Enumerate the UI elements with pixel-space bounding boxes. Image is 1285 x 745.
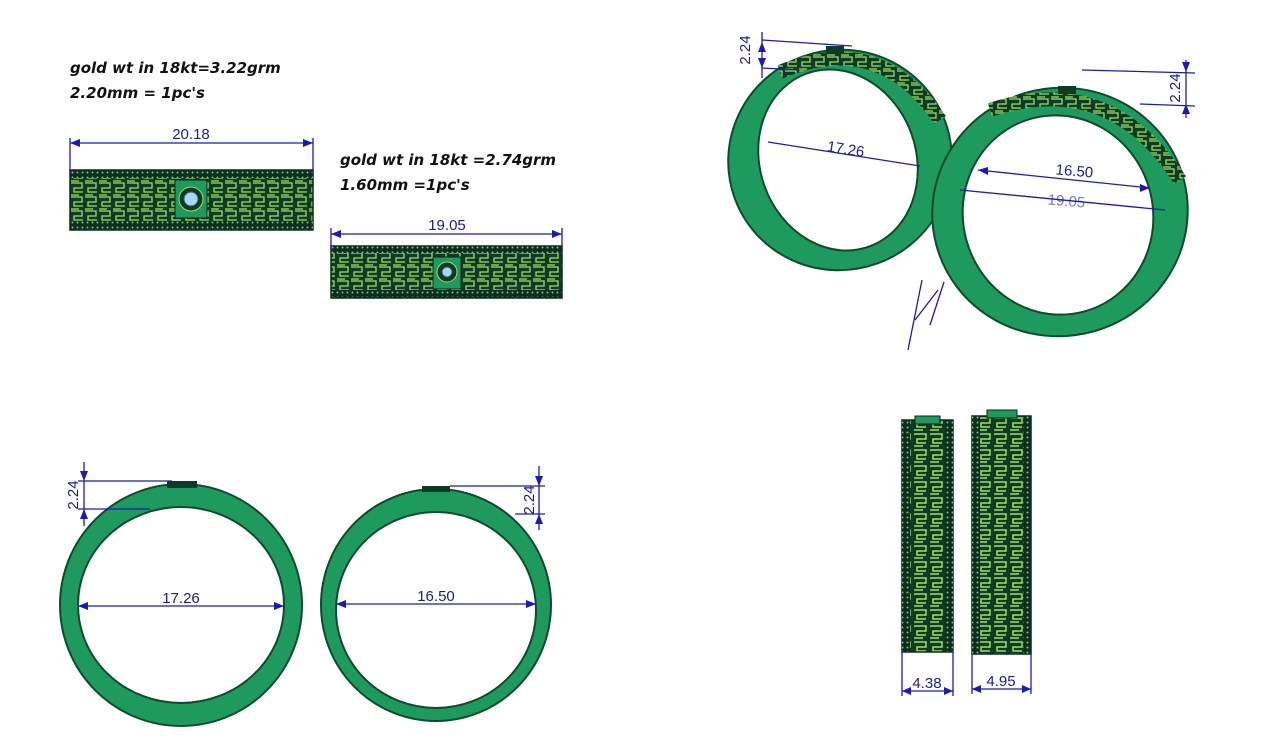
iso-ring-a-height-label: 2.24	[737, 35, 754, 64]
ring-b-weight-text: gold wt in 18kt =2.74grm	[340, 151, 557, 169]
iso-ring-b-height-label: 2.24	[1167, 73, 1184, 102]
ring-a-side-width-dimension: 4.95	[971, 654, 1032, 694]
ring-b-top-height-label: 2.24	[521, 485, 538, 514]
ring-b-side-width-label: 4.38	[912, 675, 941, 692]
band-a-length-label: 20.18	[172, 126, 210, 143]
band-a-front-view	[69, 169, 314, 231]
iso-ring-a-height-dimension: 2.24	[737, 32, 853, 78]
ring-b-inner-diameter-dimension: 16.50	[336, 588, 536, 608]
ring-a-inner-diameter-dimension: 17.26	[78, 590, 284, 610]
ring-a-weight-text: gold wt in 18kt=3.22grm	[70, 59, 281, 77]
iso-ring-a	[727, 46, 953, 272]
ring-a-top-height-dimension: 2.24	[65, 462, 172, 526]
iso-ring-b-height-dimension: 2.24	[1081, 60, 1196, 118]
band-b-length-dimension: 19.05	[330, 217, 563, 250]
iso-ring-b-diameter-label: 16.50	[1055, 161, 1094, 181]
iso-ring-a-diameter-label: 17.26	[826, 138, 866, 161]
ring-a-top-height-label: 2.24	[65, 480, 82, 509]
ring-b-top-height-dimension: 2.24	[450, 466, 545, 530]
ring-a-top-view	[59, 481, 303, 727]
iso-ring-a-diameter-dimension: 17.26	[767, 138, 921, 167]
ring-a-side-view	[971, 409, 1032, 655]
iso-ring-b	[931, 86, 1189, 338]
ring-a-side-width-label: 4.95	[986, 673, 1015, 690]
iso-side-width-dimensions	[907, 279, 945, 351]
band-a-length-dimension: 20.18	[69, 126, 314, 175]
iso-ring-b-diameter-dimension: 16.50 19.05	[959, 161, 1166, 212]
ring-a-thickness-text: 2.20mm = 1pc's	[70, 84, 205, 102]
ring-b-note: gold wt in 18kt =2.74grm 1.60mm =1pc's	[340, 148, 556, 198]
ring-b-inner-diameter-label: 16.50	[417, 588, 455, 605]
band-b-length-label: 19.05	[428, 217, 466, 234]
ring-a-inner-diameter-label: 17.26	[162, 590, 200, 607]
ring-b-side-width-dimension: 4.38	[901, 652, 954, 696]
ring-a-note: gold wt in 18kt=3.22grm 2.20mm = 1pc's	[70, 56, 281, 106]
iso-ring-b-inner-label: 19.05	[1047, 191, 1086, 211]
ring-b-thickness-text: 1.60mm =1pc's	[340, 176, 470, 194]
ring-b-side-view	[901, 415, 954, 653]
ring-b-top-view	[320, 486, 552, 722]
band-b-front-view	[330, 245, 563, 299]
